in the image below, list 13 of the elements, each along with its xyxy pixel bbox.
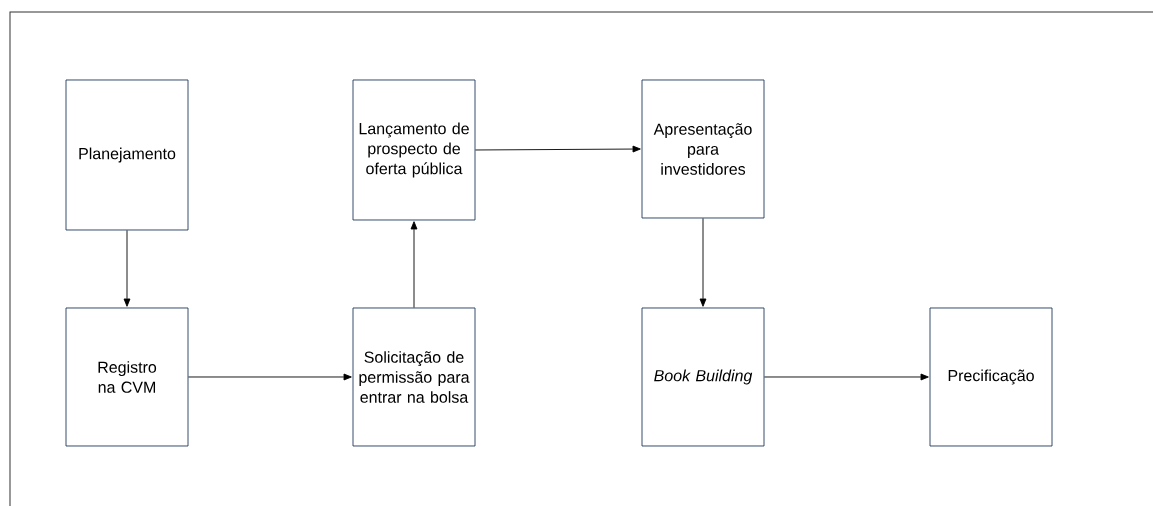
arrow — [123, 230, 131, 307]
process-box: Apresentação para investidores — [641, 79, 765, 219]
arrow — [410, 221, 418, 308]
process-box: Precificação — [929, 307, 1053, 447]
arrow — [188, 373, 352, 381]
process-box: Planejamento — [65, 79, 189, 231]
process-box: Book Building — [641, 307, 765, 447]
arrow — [764, 373, 929, 381]
arrow — [699, 218, 707, 307]
arrow — [475, 145, 641, 153]
process-box: Registro na CVM — [65, 307, 189, 447]
process-box: Solicitação de permissão para entrar na bolsa — [352, 307, 476, 447]
process-box: Lançamento de prospecto de oferta pública — [352, 79, 476, 221]
